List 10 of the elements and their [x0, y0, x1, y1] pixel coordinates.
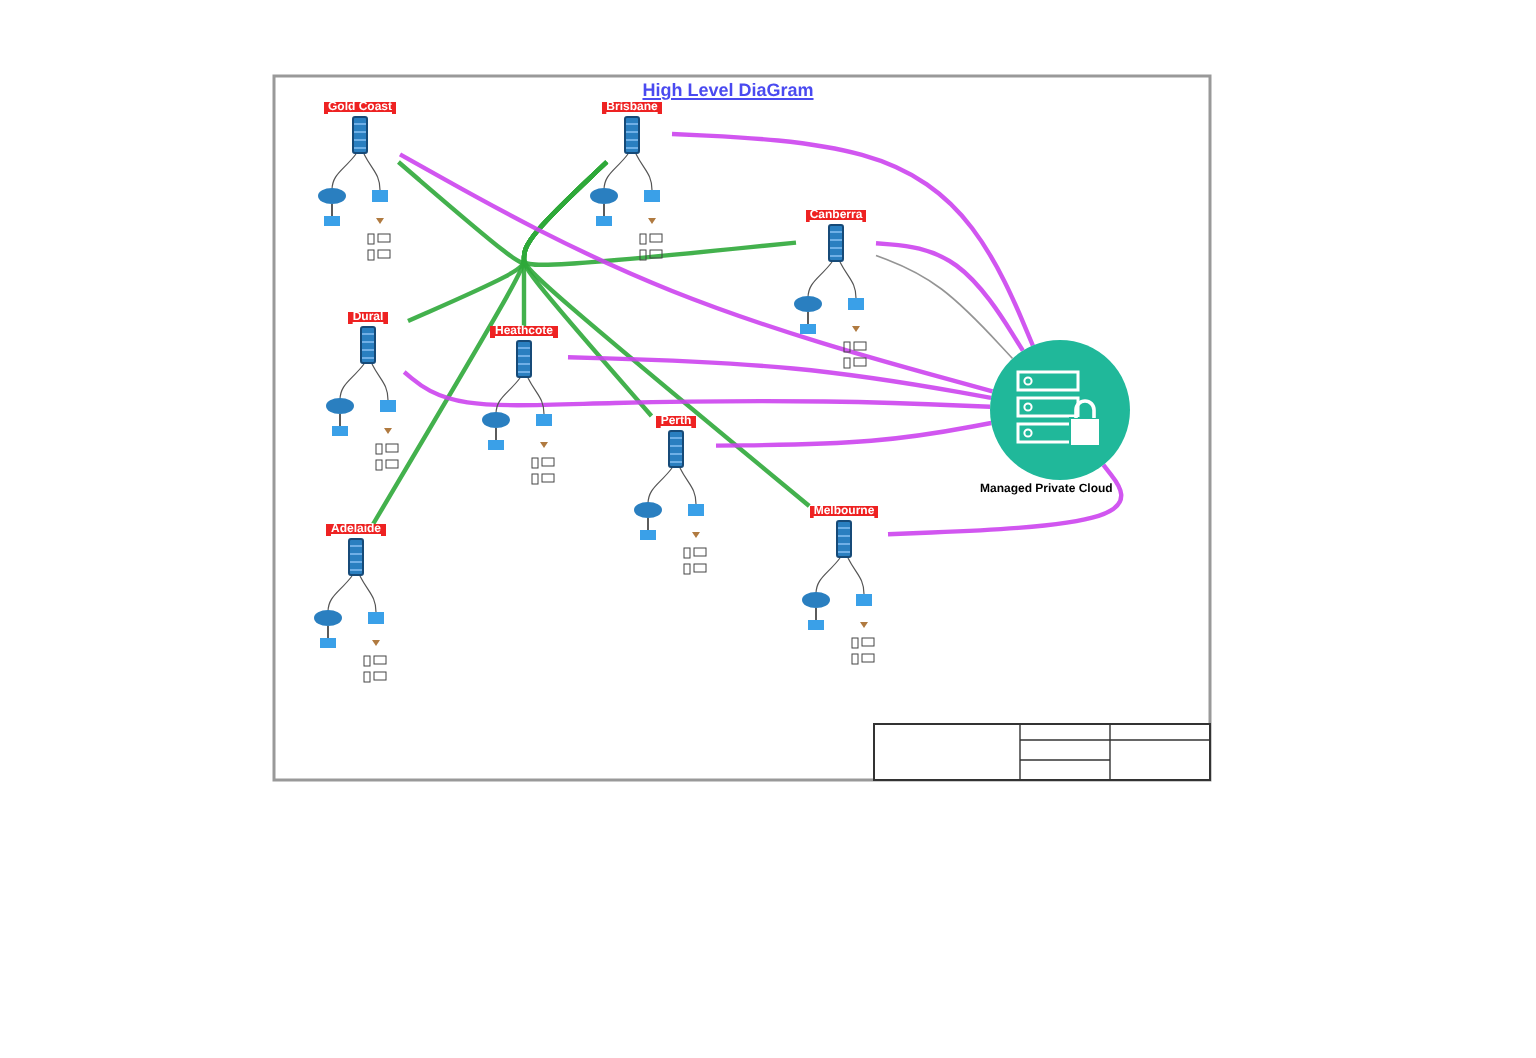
tunnel-line — [887, 463, 1124, 537]
tunnel-line — [567, 355, 992, 400]
tunnel-line — [715, 420, 992, 448]
tunnel-line — [875, 241, 1025, 352]
diagram-title: High Level DiaGram — [640, 80, 816, 100]
tunnel-line — [521, 160, 811, 508]
tunnel-line — [402, 370, 991, 409]
tunnel-line — [875, 254, 1014, 360]
tunnel-line — [671, 131, 1035, 347]
tunnel-line — [398, 152, 994, 394]
